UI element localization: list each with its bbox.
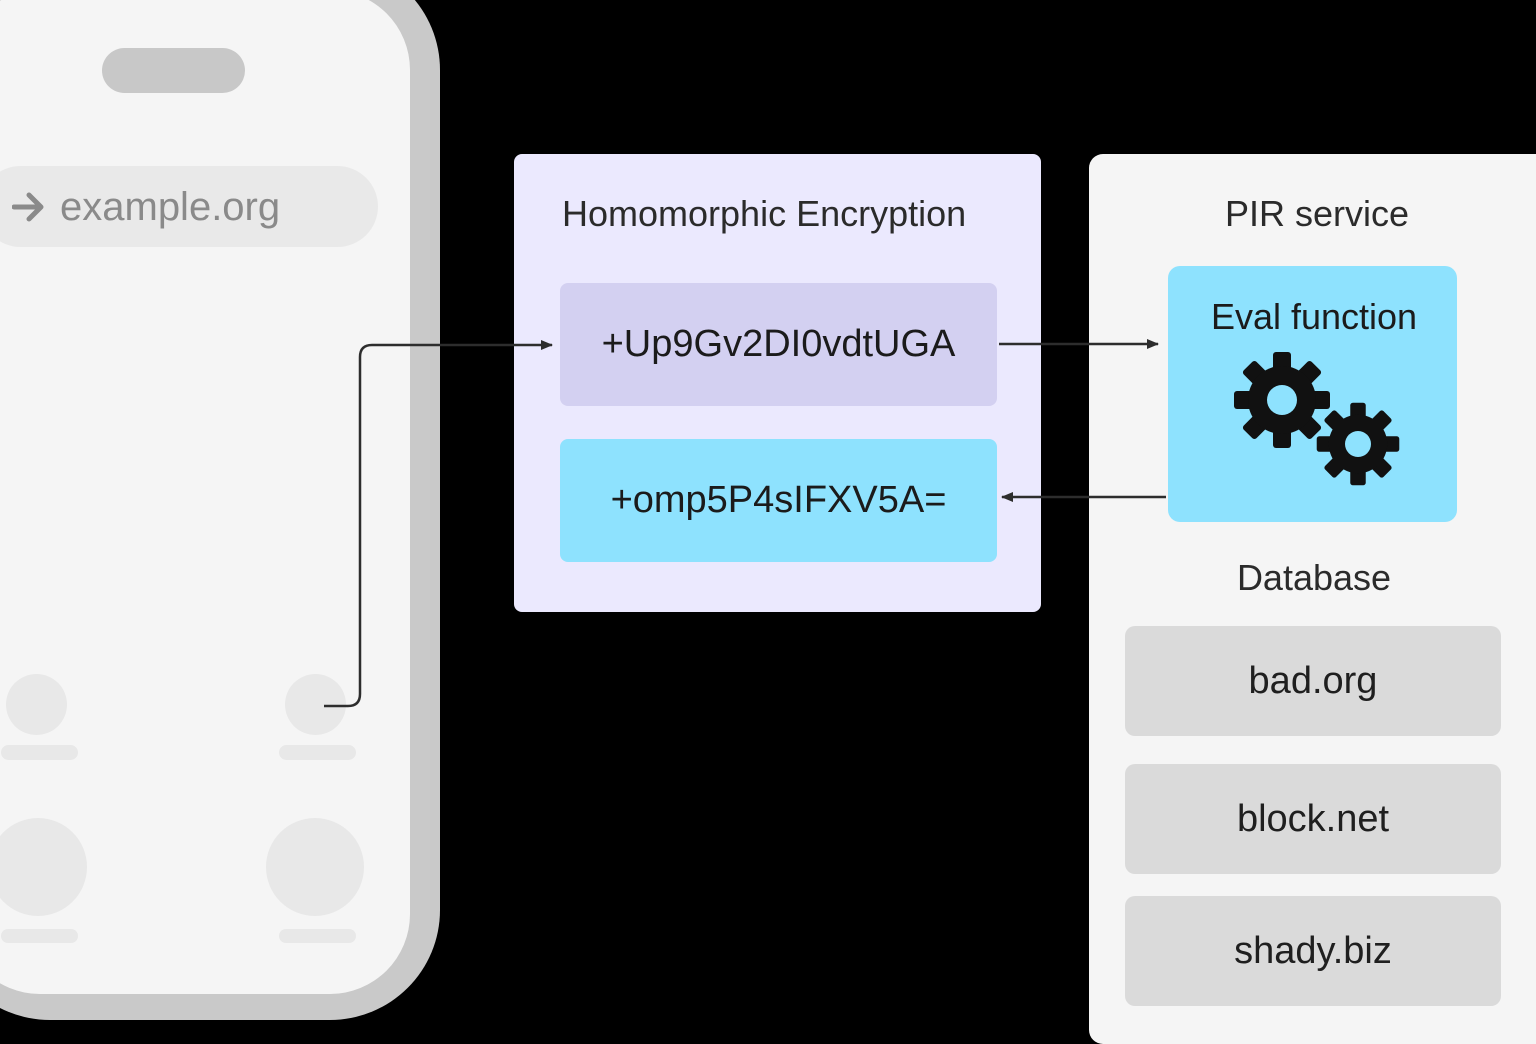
app-icon-placeholder (266, 818, 364, 916)
app-icon-placeholder[interactable] (285, 674, 346, 735)
result-ciphertext: +omp5P4sIFXV5A= (560, 439, 997, 562)
pir-service-title: PIR service (1224, 193, 1410, 234)
phone-notch (102, 48, 245, 93)
app-icon-placeholder (0, 818, 87, 916)
encryption-title: Homomorphic Encryption (562, 193, 967, 234)
app-label-placeholder (279, 745, 356, 760)
arrow-right-icon (11, 190, 46, 229)
database-item: bad.org (1125, 626, 1501, 736)
phone-to-encryption-arrow (324, 340, 553, 708)
database-item: block.net (1125, 764, 1501, 874)
gears-icon (1228, 350, 1408, 495)
database-title: Database (1236, 557, 1392, 598)
app-label-placeholder (1, 929, 78, 943)
app-label-placeholder (279, 929, 356, 943)
url-bar[interactable] (0, 166, 378, 247)
url-text: example.org (60, 185, 281, 229)
app-label-placeholder (1, 745, 78, 760)
eval-function-title: Eval function (1210, 296, 1418, 337)
query-ciphertext: +Up9Gv2DI0vdtUGA (560, 283, 997, 406)
app-icon-placeholder (6, 674, 67, 735)
database-item: shady.biz (1125, 896, 1501, 1006)
